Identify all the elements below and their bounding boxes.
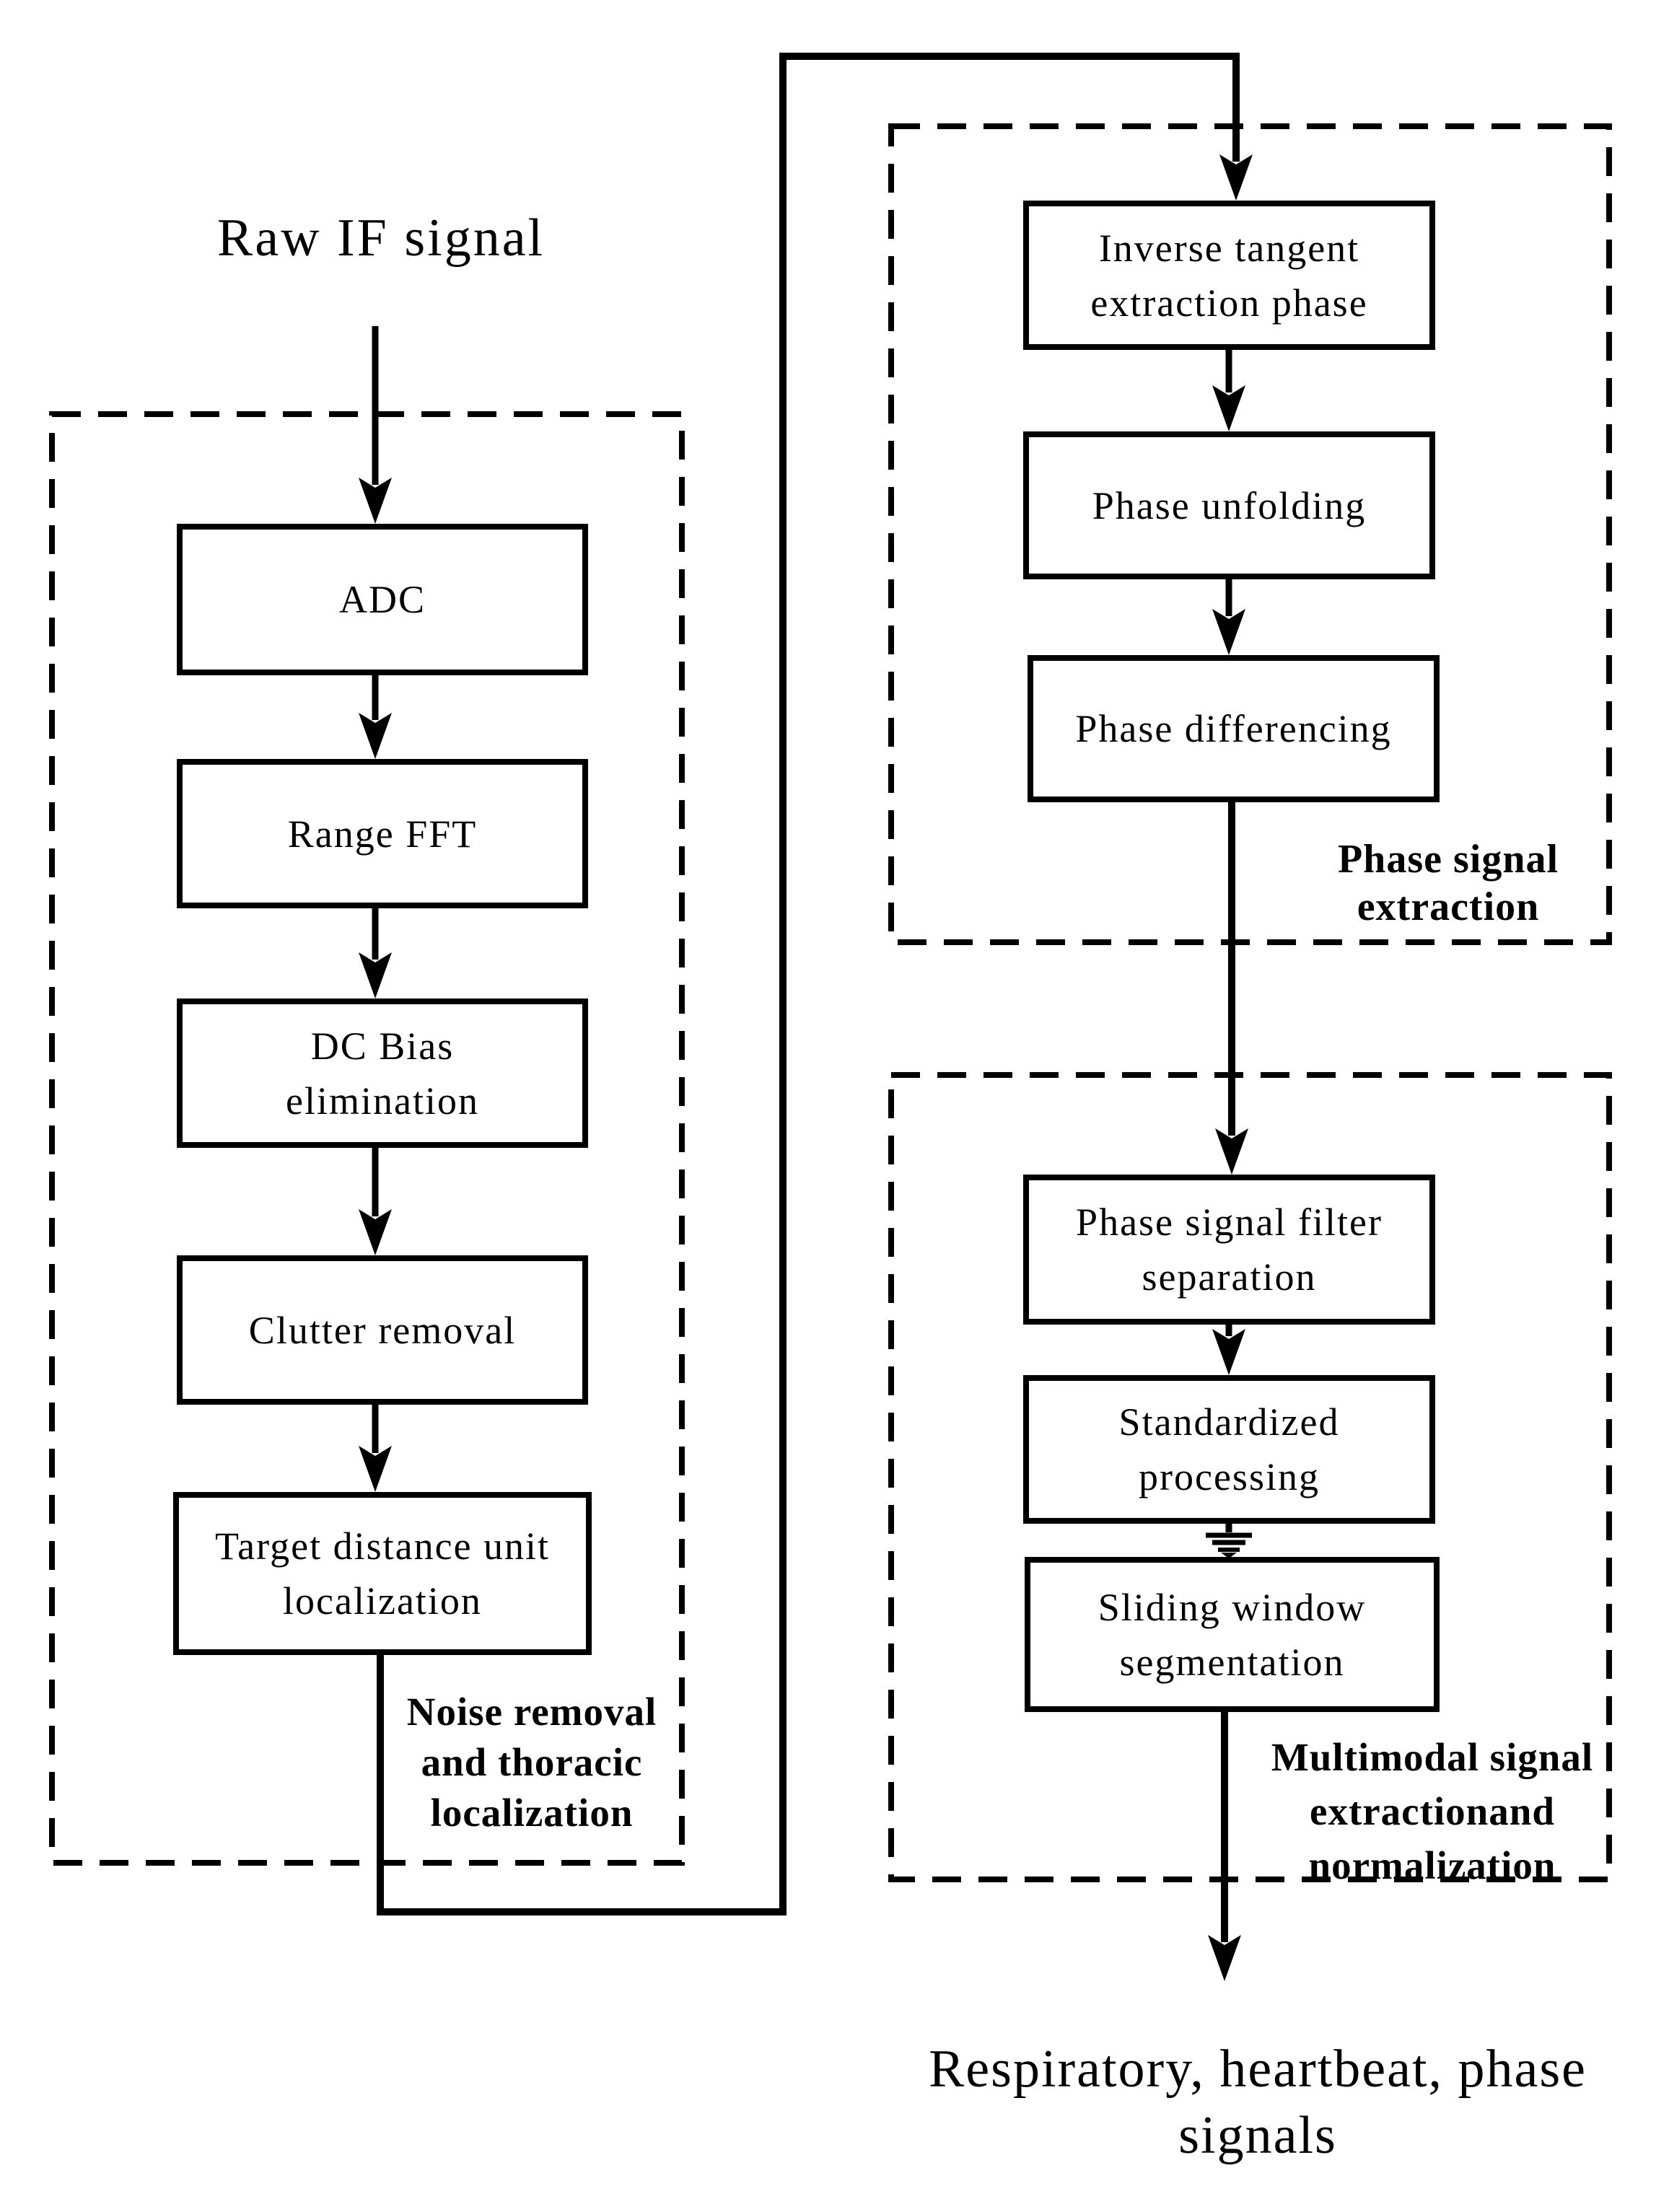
node-phase-differencing-label: Phase differencing	[1075, 707, 1392, 750]
node-standardized-processing: Standardized processing	[1023, 1375, 1435, 1524]
node-phase-filter-separation: Phase signal filter separation	[1023, 1175, 1435, 1325]
node-adc-label: ADC	[338, 578, 426, 621]
raw-if-signal-label: Raw IF signal	[216, 209, 546, 268]
node-phase-unfolding: Phase unfolding	[1023, 431, 1435, 579]
squished-arrow-symbol	[1206, 1524, 1252, 1558]
arrowhead-dcbias	[359, 952, 392, 999]
arrowhead-unfolding	[1212, 385, 1245, 431]
group-phase-extraction-outline	[888, 123, 1612, 945]
node-phase-differencing: Phase differencing	[1028, 655, 1440, 802]
arrowhead-output	[1208, 1935, 1241, 1981]
node-target-distance-localization: Target distance unit localization	[173, 1492, 592, 1655]
group-phase-extraction-label: Phase signal extraction	[1337, 837, 1559, 929]
arrowhead-rangefft	[359, 713, 392, 759]
node-target-distance-label: Target distance unit localization	[214, 1524, 551, 1623]
node-adc: ADC	[177, 524, 588, 675]
squished-arrow-tip	[1221, 1553, 1237, 1558]
arrowhead-inverse-tangent	[1219, 154, 1253, 201]
node-clutter-removal-label: Clutter removal	[248, 1308, 517, 1352]
node-dc-bias-elimination: DC Bias elimination	[177, 999, 588, 1148]
group-noise-removal-outline	[49, 411, 685, 1866]
node-phase-filter-separation-label: Phase signal filter separation	[1076, 1201, 1383, 1299]
node-inverse-tangent: Inverse tangent extraction phase	[1023, 201, 1435, 350]
node-sliding-window-label: Sliding window segmentation	[1098, 1585, 1367, 1684]
group-multimodal-label: Multimodal signal extractionand normaliz…	[1271, 1735, 1594, 1887]
edge-target-inversetangent-route	[377, 53, 1240, 1915]
node-dc-bias-label: DC Bias elimination	[286, 1024, 479, 1123]
node-range-fft-label: Range FFT	[287, 812, 478, 856]
node-sliding-window-segmentation: Sliding window segmentation	[1025, 1557, 1440, 1712]
arrowhead-standardized	[1212, 1329, 1245, 1375]
node-standardized-processing-label: Standardized processing	[1118, 1400, 1340, 1498]
arrowhead-target	[359, 1446, 392, 1492]
arrowhead-adc	[359, 478, 392, 524]
node-inverse-tangent-label: Inverse tangent extraction phase	[1090, 226, 1368, 325]
arrowhead-filter-separation	[1215, 1128, 1248, 1175]
arrowhead-clutter	[359, 1209, 392, 1255]
arrowhead-differencing	[1212, 609, 1245, 655]
output-signals-label: Respiratory, heartbeat, phase signals	[928, 2040, 1587, 2165]
node-clutter-removal: Clutter removal	[177, 1255, 588, 1405]
node-range-fft: Range FFT	[177, 759, 588, 908]
group-noise-removal-label: Noise removal and thoracic localization	[406, 1690, 657, 1835]
group-multimodal-outline	[888, 1072, 1612, 1882]
node-phase-unfolding-label: Phase unfolding	[1092, 483, 1367, 527]
